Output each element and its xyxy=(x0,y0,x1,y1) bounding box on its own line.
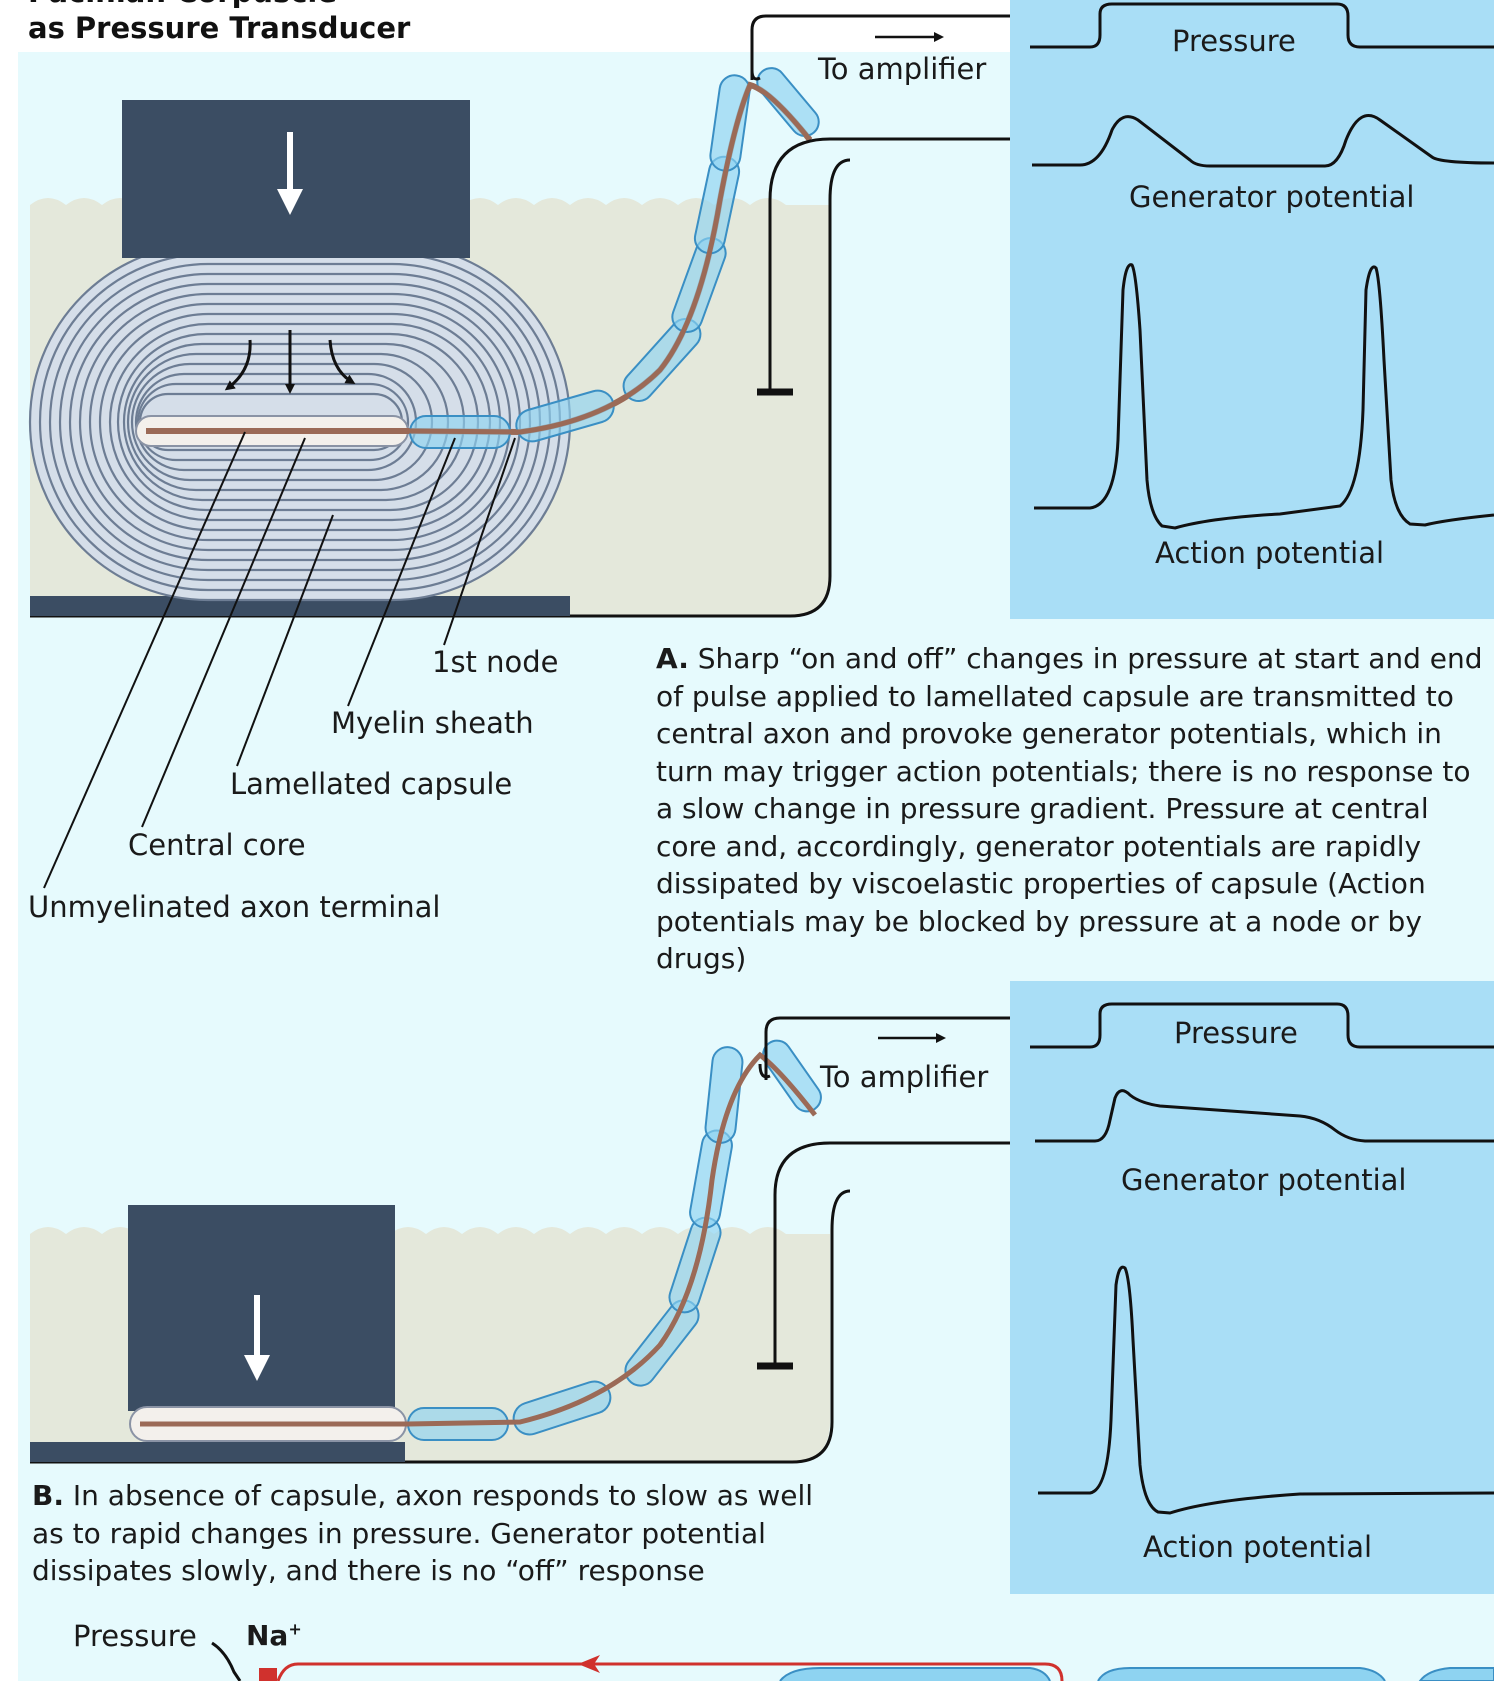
figure-title: Pacinian Corpuscle as Pressure Transduce… xyxy=(28,0,410,46)
pressure-block-b xyxy=(128,1205,395,1411)
label-lamellated-capsule: Lamellated capsule xyxy=(230,767,513,801)
current-loop-c xyxy=(276,1662,1064,1681)
caption-a-text: Sharp “on and off” changes in pressure a… xyxy=(656,642,1483,975)
action-trace-b xyxy=(1038,1265,1494,1515)
myelin-c-2 xyxy=(1097,1667,1386,1681)
graph-label-action-b: Action potential xyxy=(1143,1530,1373,1564)
pressure-trace-a xyxy=(1030,2,1494,49)
graph-label-generator-b: Generator potential xyxy=(1121,1163,1407,1197)
graph-panel-b xyxy=(1010,981,1494,1594)
label-unmyelinated-terminal: Unmyelinated axon terminal xyxy=(28,890,441,924)
action-trace-a xyxy=(1034,263,1494,530)
caption-b: B. In absence of capsule, axon responds … xyxy=(32,1477,822,1590)
base-plate-b xyxy=(30,1442,405,1462)
electrode-wire-ground-b xyxy=(773,1141,1010,1366)
force-arrow-left xyxy=(224,339,252,391)
amplifier-label-a: To amplifier xyxy=(818,52,987,86)
title-line-2: as Pressure Transducer xyxy=(28,11,411,45)
caption-b-letter: B. xyxy=(32,1479,64,1512)
caption-b-text: In absence of capsule, axon responds to … xyxy=(32,1479,814,1587)
electrode-wire-ground-a xyxy=(768,137,1010,392)
panel-b-specimen xyxy=(30,1016,1010,1464)
pressure-pointer-c xyxy=(211,1641,242,1681)
base-plate-a xyxy=(30,596,570,616)
chamber-wall-a xyxy=(30,158,851,618)
label-pressure-c: Pressure xyxy=(73,1619,197,1653)
generator-trace-b xyxy=(1035,1089,1494,1143)
generator-trace-a xyxy=(1032,114,1494,168)
panel-c xyxy=(211,1641,1494,1681)
title-line-1: Pacinian Corpuscle xyxy=(28,0,410,10)
force-arrow-right xyxy=(328,339,356,385)
electrode-wire-top-a xyxy=(750,14,1010,80)
graph-label-pressure-b: Pressure xyxy=(1174,1016,1298,1050)
label-na-ion: Na+ xyxy=(246,1619,302,1652)
pressure-trace-b xyxy=(1030,1002,1494,1049)
amplifier-label-b: To amplifier xyxy=(820,1060,989,1094)
chamber-wall-b xyxy=(30,1189,851,1464)
myelin-c-1 xyxy=(779,1667,1051,1681)
caption-a-letter: A. xyxy=(656,642,689,675)
na-symbol: Na xyxy=(246,1619,289,1652)
na-charge: + xyxy=(288,1619,302,1639)
pressure-block-a xyxy=(122,100,470,258)
leader-lines-a xyxy=(43,431,516,889)
label-central-core: Central core xyxy=(128,828,306,862)
graph-label-action-a: Action potential xyxy=(1155,536,1385,570)
graph-panel-a xyxy=(1010,0,1494,619)
electrode-wire-top-b xyxy=(764,1016,1010,1080)
myelin-c-3 xyxy=(1418,1667,1494,1681)
caption-a: A. Sharp “on and off” changes in pressur… xyxy=(656,640,1492,978)
na-channel-c xyxy=(259,1668,277,1681)
graph-label-pressure-a: Pressure xyxy=(1172,24,1296,58)
graph-label-generator-a: Generator potential xyxy=(1129,180,1415,214)
panel-a-specimen xyxy=(28,14,1010,618)
label-myelin-sheath: Myelin sheath xyxy=(331,706,534,740)
label-first-node: 1st node xyxy=(432,645,559,679)
